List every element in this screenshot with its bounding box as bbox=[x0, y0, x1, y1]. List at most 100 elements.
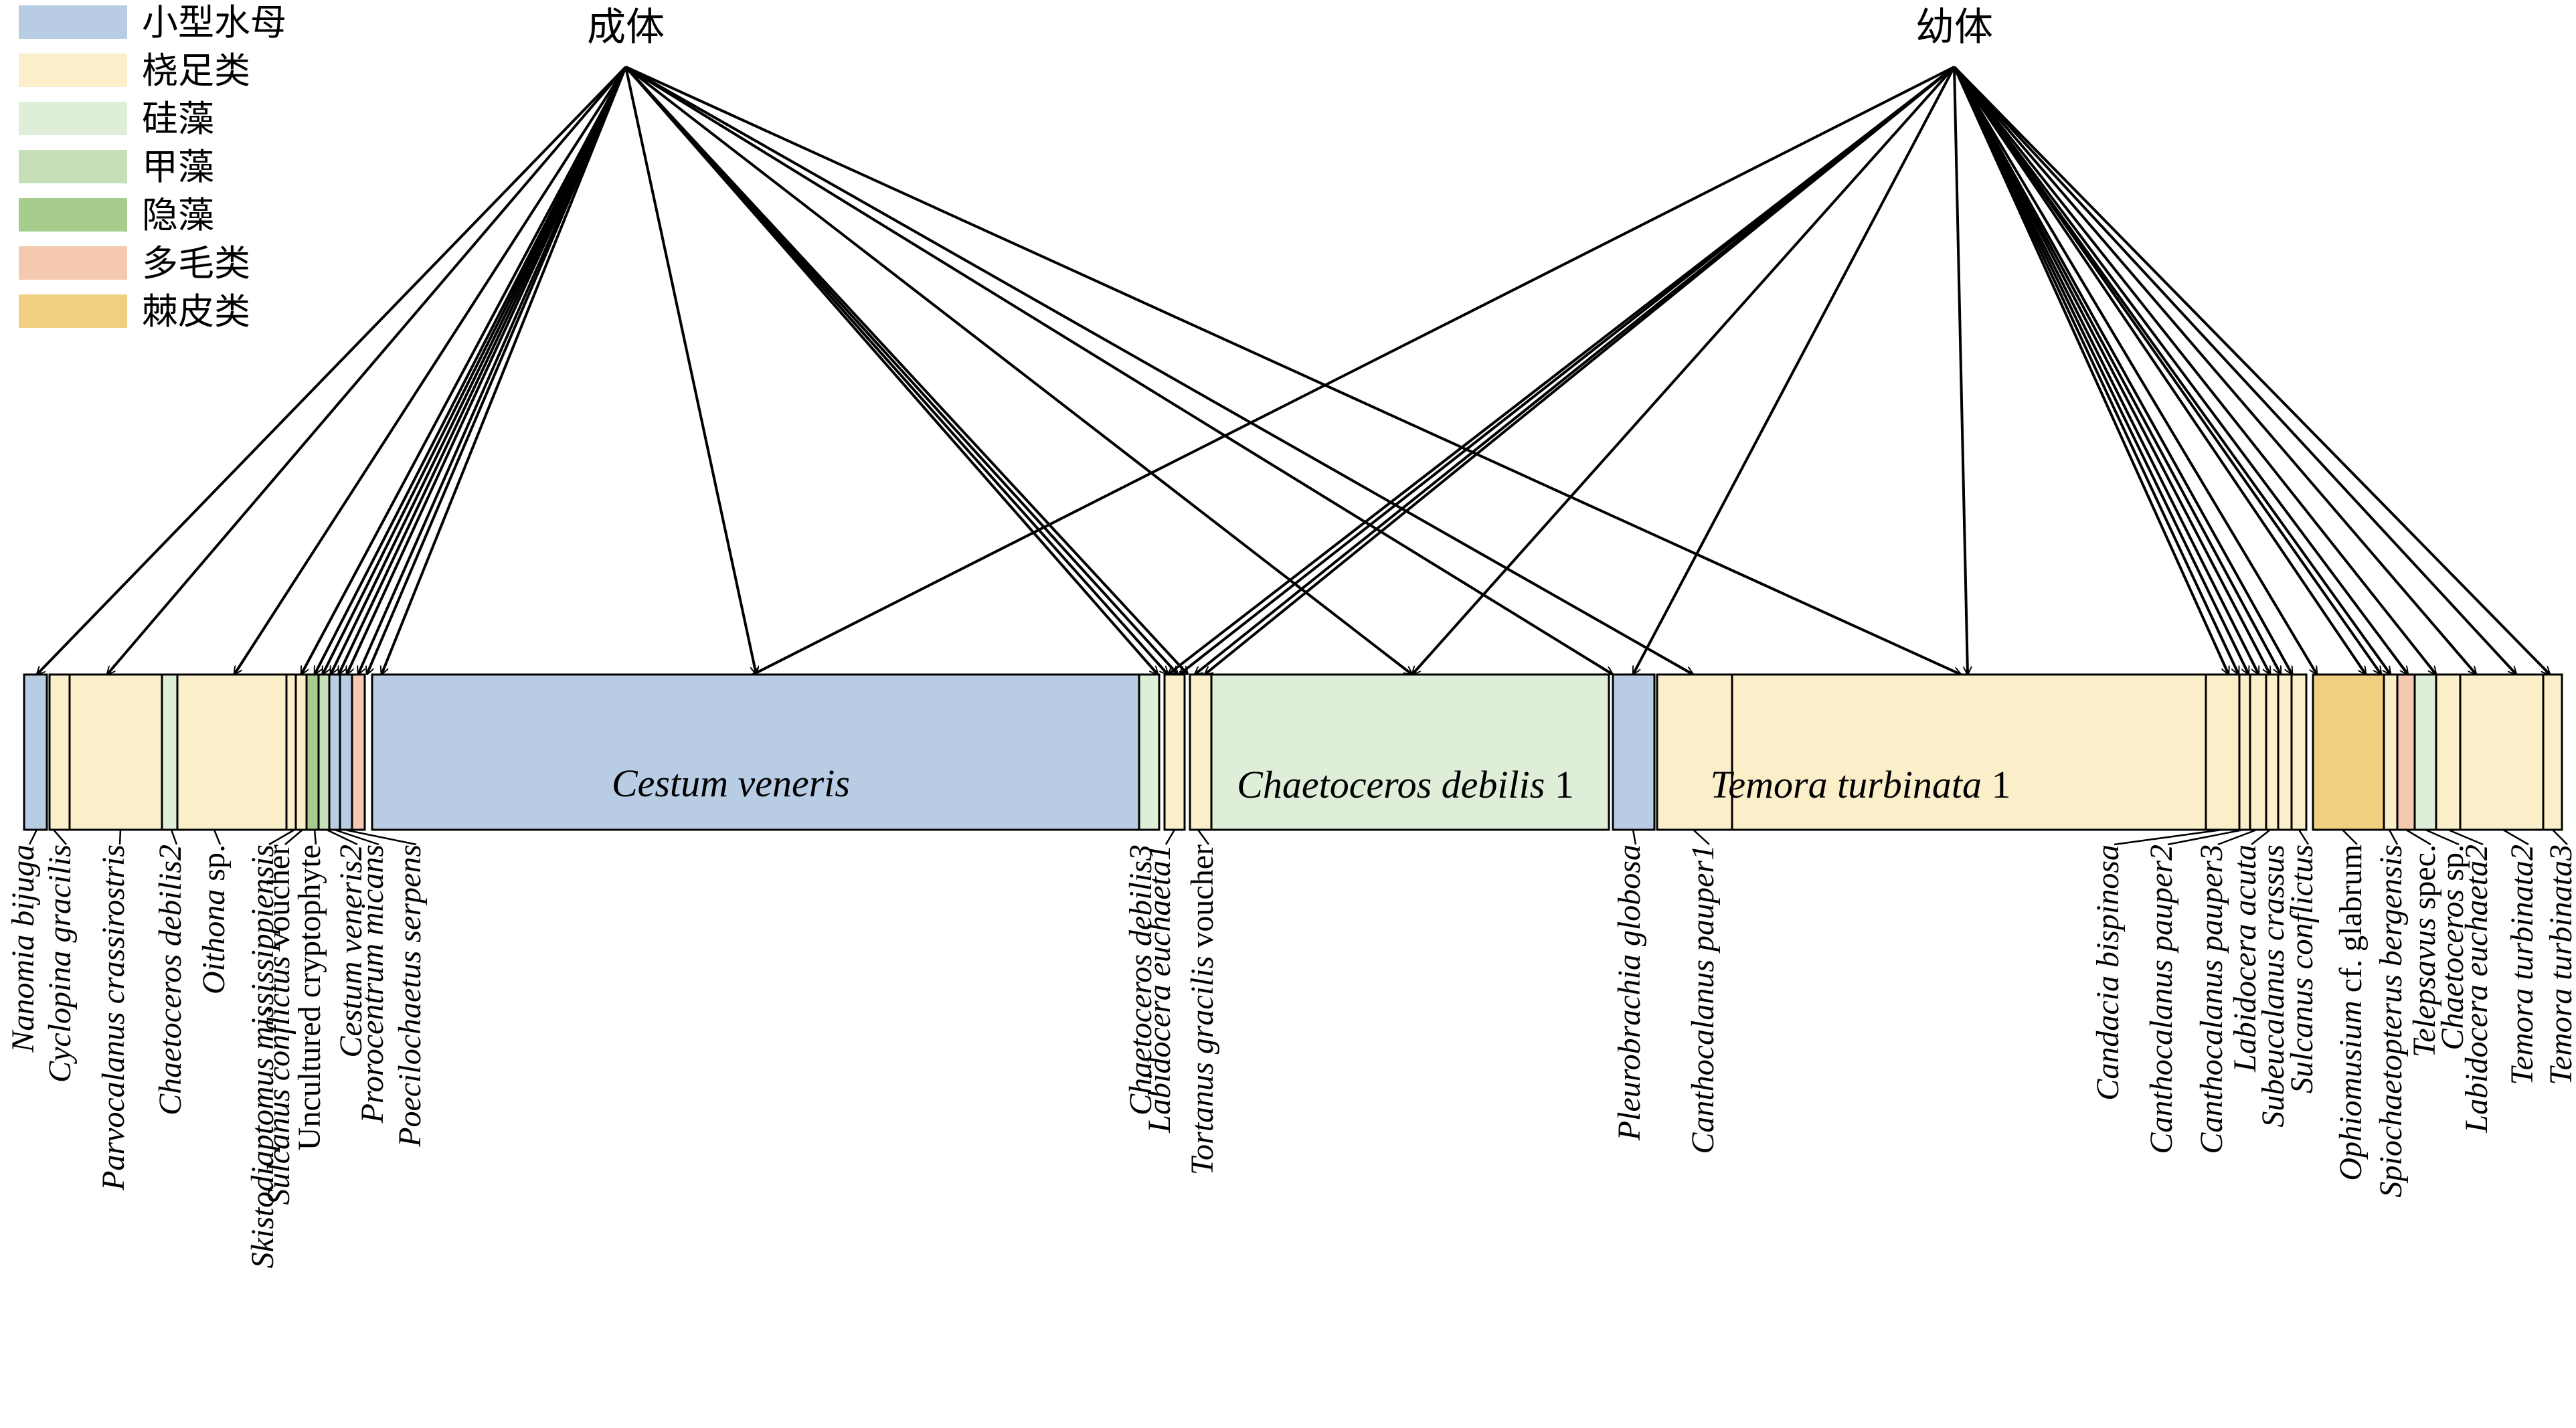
label-leader-line bbox=[28, 829, 38, 845]
legend-swatch bbox=[19, 54, 127, 87]
taxon-label: Canthocalanus pauper3 bbox=[2194, 844, 2229, 1154]
label-leader-line bbox=[1197, 829, 1210, 845]
bar-segment bbox=[1612, 673, 1656, 831]
juvenile-link-arrow bbox=[1953, 66, 2436, 675]
label-leader-line bbox=[213, 829, 222, 845]
label-leader-line bbox=[2167, 828, 2244, 846]
label-leader-line bbox=[313, 829, 317, 845]
bar-segment bbox=[2290, 673, 2308, 831]
bar-segment bbox=[1163, 673, 1186, 831]
bar-segment bbox=[2383, 673, 2399, 831]
bar-segment bbox=[2435, 673, 2462, 831]
adult-link-arrow bbox=[624, 66, 1412, 675]
adult-link-arrow bbox=[624, 66, 1188, 675]
legend-swatch bbox=[19, 246, 127, 280]
label-leader-line bbox=[2251, 829, 2271, 845]
bar-segment bbox=[2459, 673, 2545, 831]
juvenile-link-arrow bbox=[1179, 66, 1956, 675]
taxon-label: Tortanus gracilis voucher bbox=[1185, 844, 1220, 1175]
taxon-label: Canthocalanus pauper1 bbox=[1685, 844, 1721, 1154]
adult-link-arrow bbox=[107, 66, 627, 675]
taxon-label: Candacia bispinosa bbox=[2090, 844, 2126, 1101]
taxon-label: Prorocentrum micans bbox=[355, 844, 390, 1124]
juvenile-link-arrow bbox=[1953, 66, 2282, 675]
label-leader-line bbox=[344, 828, 417, 846]
adult-link-arrow bbox=[381, 66, 627, 675]
juvenile-link-arrow bbox=[1953, 66, 2516, 675]
bar-segment bbox=[1138, 673, 1161, 831]
bar-segment bbox=[2277, 673, 2293, 831]
label-leader-line bbox=[2552, 829, 2568, 845]
juvenile-link-arrow bbox=[1953, 66, 2250, 675]
bar-segment bbox=[305, 673, 320, 831]
label-leader-line bbox=[2217, 828, 2257, 846]
juvenile-link-arrow bbox=[1953, 66, 2230, 675]
group-titles: 成体 幼体 bbox=[587, 4, 1993, 50]
legend-label: 多毛类 bbox=[142, 242, 250, 284]
juvenile-link-arrow bbox=[1953, 66, 2408, 675]
bar-segment bbox=[23, 673, 48, 831]
taxon-label: Parvocalanus crassirostris bbox=[96, 844, 131, 1191]
bar-segment bbox=[68, 673, 163, 831]
legend-label: 棘皮类 bbox=[142, 290, 250, 333]
label-leader-line bbox=[2448, 828, 2484, 846]
juvenile-link-arrow bbox=[1953, 66, 2271, 675]
taxon-label: Sulcanus conflictus voucher bbox=[261, 844, 296, 1205]
label-leader-line bbox=[326, 828, 358, 846]
bar-segment bbox=[317, 673, 331, 831]
bar-segment bbox=[1210, 673, 1610, 831]
taxon-label: Spiochaetopterus bergensis bbox=[2373, 844, 2409, 1197]
legend-label: 小型水母 bbox=[142, 1, 286, 43]
label-leader-line bbox=[284, 829, 303, 845]
bar-segment bbox=[2396, 673, 2416, 831]
adult-group-title: 成体 bbox=[587, 4, 665, 50]
juvenile-link-arrow bbox=[1953, 66, 2260, 675]
taxon-label: Uncultured cryptophyte bbox=[292, 844, 327, 1150]
taxon-label: Temora turbinata3 bbox=[2543, 844, 2576, 1085]
adult-link-arrow bbox=[233, 66, 627, 675]
taxon-label: Ophiomusium cf. glabrum bbox=[2333, 844, 2369, 1181]
legend-label: 硅藻 bbox=[142, 98, 214, 140]
legend-swatch bbox=[19, 5, 127, 39]
juvenile-group-title: 幼体 bbox=[1915, 4, 1993, 50]
adult-link-arrow bbox=[625, 66, 1961, 676]
taxon-label: Labidocera euchaeta2 bbox=[2459, 844, 2494, 1134]
taxon-label: Cyclopina gracilis bbox=[42, 844, 78, 1083]
taxon-label: Cestum veneris2 bbox=[333, 844, 369, 1058]
legend-swatch bbox=[19, 198, 127, 232]
bar-segment bbox=[371, 673, 1140, 831]
legend-label: 隐藻 bbox=[142, 194, 214, 236]
bar-segment bbox=[176, 673, 288, 831]
adult-link-arrow bbox=[300, 66, 627, 675]
bar-segment bbox=[328, 673, 341, 831]
juvenile-link-arrow bbox=[1632, 66, 1956, 675]
bar-segment bbox=[351, 673, 366, 831]
bar-segment bbox=[285, 673, 297, 831]
bar-segment bbox=[1656, 673, 1733, 831]
label-leader-line bbox=[2425, 828, 2460, 846]
label-leader-line bbox=[2405, 828, 2431, 846]
label-leader-line bbox=[170, 829, 178, 845]
link-arrows bbox=[37, 66, 2550, 676]
bar-segment bbox=[1731, 673, 2207, 831]
label-leader-line bbox=[2502, 828, 2529, 846]
bar-segment bbox=[2542, 673, 2563, 831]
prey-composition-bar bbox=[23, 673, 2563, 831]
taxon-label: Chaetoceros debilis3 bbox=[1123, 844, 1158, 1115]
label-leader-line bbox=[1632, 829, 1637, 845]
juvenile-link-arrow bbox=[1412, 66, 1956, 675]
adult-link-arrow bbox=[624, 66, 1613, 676]
taxon-label: Sulcanus conflictus bbox=[2284, 844, 2320, 1093]
legend-swatch bbox=[19, 102, 127, 135]
taxon-label: Nanomia bijuga bbox=[5, 844, 41, 1053]
juvenile-link-arrow bbox=[1205, 66, 1956, 675]
segment-label-chaetoceros-debilis: Chaetoceros debilis 1 bbox=[1237, 763, 1574, 806]
juvenile-link-arrow bbox=[1953, 66, 1968, 675]
bar-segment bbox=[2413, 673, 2437, 831]
taxon-label: Chaetoceros sp. bbox=[2435, 844, 2470, 1051]
legend-label: 甲藻 bbox=[142, 146, 214, 188]
bar-segment bbox=[2265, 673, 2280, 831]
taxon-label: Telepsavus spec. bbox=[2407, 844, 2442, 1057]
